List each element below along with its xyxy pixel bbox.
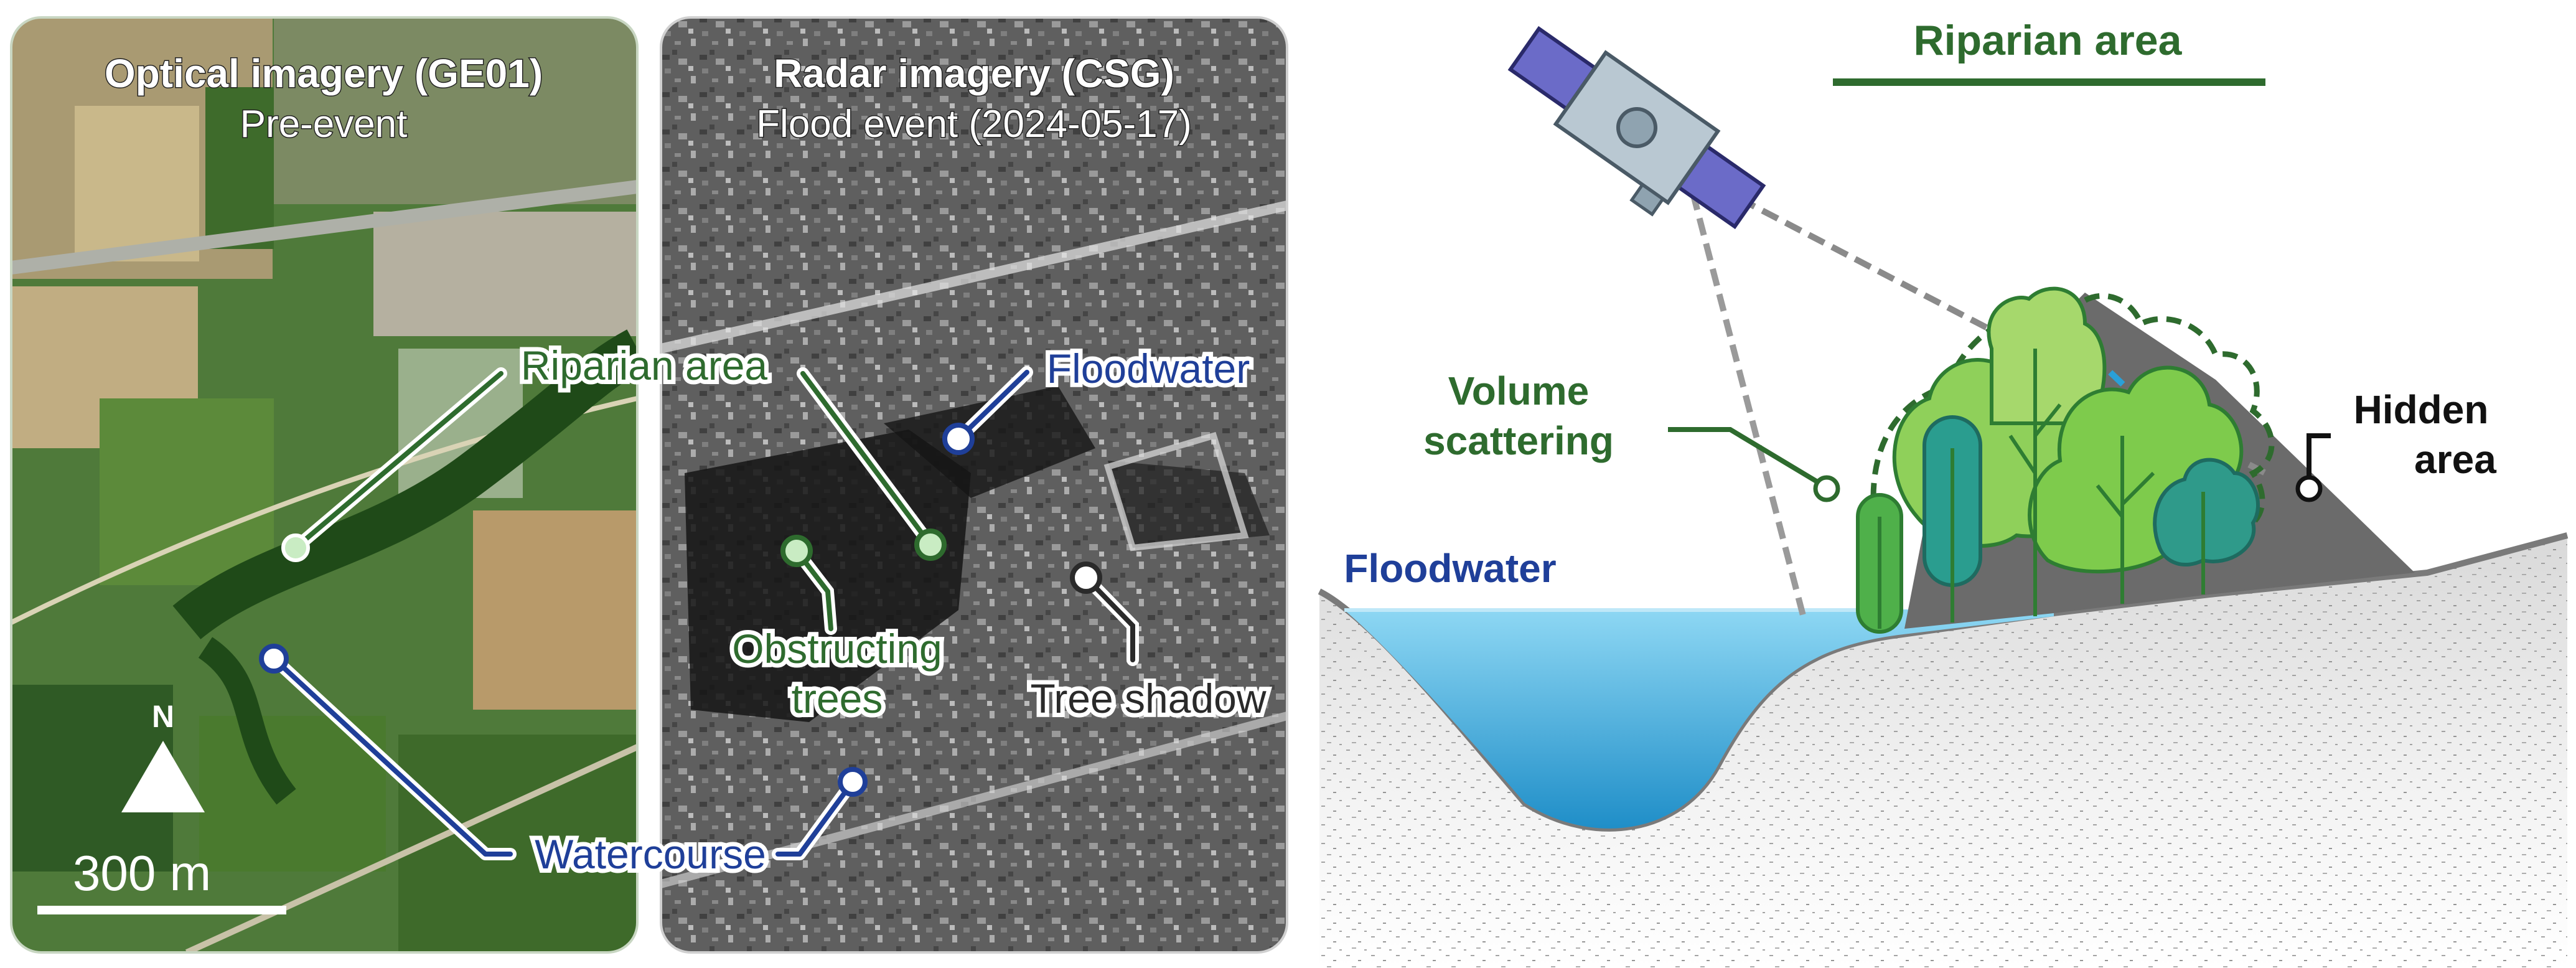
floodwater-schematic-label: Floodwater	[1344, 546, 1556, 591]
tree-shadow-marker	[1070, 562, 1102, 594]
watercourse-leaders	[268, 652, 859, 860]
riparian-area-schematic-title: Riparian area	[1914, 17, 2183, 64]
north-label: N	[152, 699, 174, 734]
tree-canopy-group	[1856, 286, 2275, 634]
north-arrow-icon	[121, 741, 205, 812]
riparian-schematic: Riparian area Volume scattering Hidden a…	[1318, 17, 2569, 968]
riparian-area-leaders	[289, 367, 937, 554]
radar-panel-frame	[660, 16, 1288, 954]
riparian-marker-optical	[281, 533, 310, 562]
obstructing-trees-label-line2: trees	[792, 675, 883, 721]
optical-panel-title: Optical imagery (GE01)	[105, 51, 543, 96]
volume-scattering-marker	[1813, 475, 1840, 502]
radar-imagery-panel	[661, 17, 1287, 952]
radar-beam-near	[1690, 192, 1808, 624]
satellite-icon	[1507, 26, 1766, 230]
obstructing-trees-leader	[790, 545, 837, 635]
scale-bar-label: 300 m	[73, 845, 211, 901]
hidden-area-leader	[2307, 433, 2331, 486]
volume-scattering-label-line1: Volume	[1448, 369, 1589, 413]
scale-bar	[37, 906, 286, 914]
volume-scattering-leader	[1668, 427, 1825, 488]
floodwater-label-radar: Floodwater	[1047, 345, 1250, 392]
hidden-area-label-line1: Hidden	[2354, 387, 2489, 432]
optical-panel-subtitle: Pre-event	[240, 103, 408, 146]
riparian-marker-radar	[914, 529, 947, 561]
hidden-area-label-line2: area	[2414, 437, 2496, 482]
optical-imagery-panel	[11, 17, 637, 952]
floodwater-marker-radar	[942, 423, 975, 455]
optical-panel-frame	[10, 16, 639, 954]
volume-scattering-label-line2: scattering	[1423, 418, 1614, 463]
radar-panel-title: Radar imagery (CSG)	[774, 51, 1174, 96]
watercourse-label: Watercourse	[535, 831, 766, 877]
hidden-area-marker	[2295, 475, 2323, 502]
floodwater-body	[1344, 607, 2054, 829]
tree-shadow-leader	[1080, 571, 1139, 666]
tree-shadow-label: Tree shadow	[1030, 675, 1266, 721]
obstructing-trees-marker	[780, 535, 813, 567]
obstructing-trees-label-line1: Obstructing	[732, 626, 942, 672]
watercourse-marker-radar	[838, 767, 868, 797]
radar-panel-subtitle: Flood event (2024-05-17)	[756, 103, 1192, 146]
riparian-area-label: Riparian area	[521, 342, 768, 388]
watercourse-marker-optical	[259, 644, 289, 674]
